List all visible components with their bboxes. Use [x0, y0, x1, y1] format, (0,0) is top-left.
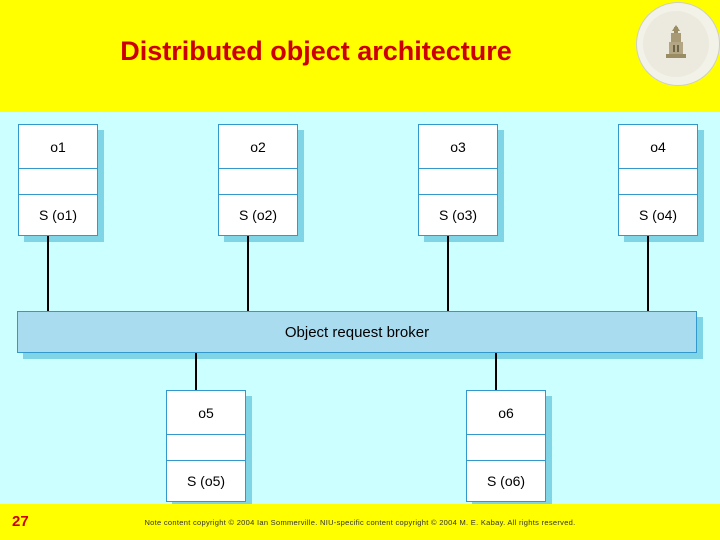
connector-o5 — [195, 353, 197, 391]
object-name: o6 — [467, 391, 545, 435]
object-name: o2 — [219, 125, 297, 169]
page-title: Distributed object architecture — [120, 36, 512, 66]
object-name: o4 — [619, 125, 697, 169]
connector-o2 — [247, 236, 249, 312]
box-body: o6 S (o6) — [466, 390, 546, 502]
title-band: Distributed object architecture — [0, 0, 720, 112]
tower-icon — [666, 25, 686, 58]
copyright-notice: Note content copyright © 2004 Ian Sommer… — [144, 518, 576, 527]
connector-o4 — [647, 236, 649, 312]
object-name: o1 — [19, 125, 97, 169]
object-middle-cell — [619, 169, 697, 195]
slide-footer: 27 Note content copyright © 2004 Ian Som… — [0, 504, 720, 540]
page-number: 27 — [12, 513, 29, 530]
object-service: S (o4) — [638, 207, 678, 223]
box-body: o2 S (o2) — [218, 124, 298, 236]
object-service: S (o6) — [486, 473, 526, 489]
object-middle-cell — [167, 435, 245, 461]
object-middle-cell — [419, 169, 497, 195]
object-middle-cell — [19, 169, 97, 195]
object-middle-cell — [467, 435, 545, 461]
object-middle-cell — [219, 169, 297, 195]
box-body: o3 S (o3) — [418, 124, 498, 236]
object-service: S (o2) — [238, 207, 278, 223]
object-request-broker: Object request broker — [17, 311, 697, 353]
object-service: S (o5) — [186, 473, 226, 489]
distributed-object-diagram: o1 S (o1) o2 S (o2) o3 S (o3) o4 S (o4) — [0, 112, 720, 508]
logo-inner-circle — [643, 11, 709, 77]
object-name: o3 — [419, 125, 497, 169]
box-body: o4 S (o4) — [618, 124, 698, 236]
box-body: o1 S (o1) — [18, 124, 98, 236]
connector-o6 — [495, 353, 497, 391]
object-service: S (o3) — [438, 207, 478, 223]
university-seal-logo — [632, 0, 720, 88]
connector-o1 — [47, 236, 49, 312]
object-name: o5 — [167, 391, 245, 435]
box-body: o5 S (o5) — [166, 390, 246, 502]
broker-label: Object request broker — [284, 323, 430, 341]
connector-o3 — [447, 236, 449, 312]
object-service: S (o1) — [38, 207, 78, 223]
